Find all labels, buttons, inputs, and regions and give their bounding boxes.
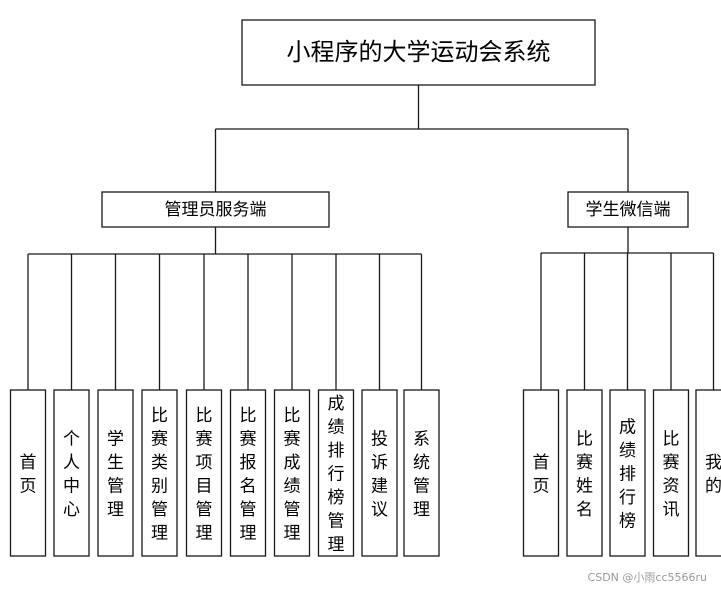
admin-module-node: 比赛报名管理 xyxy=(229,389,267,557)
module-box xyxy=(273,389,311,557)
student-module-node: 比赛资讯 xyxy=(652,389,690,557)
admin-module-node: 投诉建议 xyxy=(361,389,398,557)
module-box xyxy=(53,389,90,557)
module-box xyxy=(97,389,134,557)
admin-module-node: 比赛项目管理 xyxy=(185,389,223,557)
admin-module-node: 系统管理 xyxy=(403,389,440,557)
student-module-node: 比赛姓名 xyxy=(566,389,603,557)
module-label: 投诉建议 xyxy=(371,429,388,520)
module-box xyxy=(609,389,646,557)
module-box xyxy=(566,389,603,557)
module-box xyxy=(9,389,47,557)
module-label: 比赛成绩管理 xyxy=(284,406,301,544)
module-box xyxy=(695,389,721,557)
module-label: 成绩排行榜 xyxy=(619,418,636,532)
student-module-node: 首页 xyxy=(522,389,560,557)
branch-student-box xyxy=(567,191,689,228)
watermark: CSDN @小雨cc5566ru xyxy=(587,571,707,584)
module-box xyxy=(317,389,355,557)
branch-student-label: 学生微信端 xyxy=(586,200,671,220)
module-label: 我的 xyxy=(705,453,721,497)
root-node: 小程序的大学运动会系统 xyxy=(241,19,596,86)
module-label: 学生管理 xyxy=(107,429,124,520)
module-box xyxy=(403,389,440,557)
module-label: 比赛类别管理 xyxy=(151,406,168,544)
module-label: 比赛项目管理 xyxy=(196,406,213,544)
admin-module-node: 比赛成绩管理 xyxy=(273,389,311,557)
admin-module-node: 比赛类别管理 xyxy=(141,389,178,557)
module-label: 比赛资讯 xyxy=(663,429,680,520)
module-box xyxy=(361,389,398,557)
module-box xyxy=(652,389,690,557)
admin-module-node: 首页 xyxy=(9,389,47,557)
leaf-nodes: 首页 个人中心 学生管理 比赛类别管理 比赛项目管理 比赛报名管理 比赛成绩管理 成绩排行榜管… xyxy=(9,389,721,557)
module-label: 比赛姓名 xyxy=(576,429,593,520)
module-label: 首页 xyxy=(20,453,37,497)
branch-student: 学生微信端 xyxy=(567,191,689,228)
module-box xyxy=(185,389,223,557)
connectors xyxy=(27,85,715,390)
branch-admin: 管理员服务端 xyxy=(101,191,330,228)
module-label: 成绩排行榜管理 xyxy=(328,394,345,555)
admin-module-node: 个人中心 xyxy=(53,389,90,557)
root-title: 小程序的大学运动会系统 xyxy=(287,38,551,66)
module-box xyxy=(522,389,560,557)
branch-admin-label: 管理员服务端 xyxy=(165,200,267,220)
module-label: 比赛报名管理 xyxy=(240,406,257,544)
student-module-node: 成绩排行榜 xyxy=(609,389,646,557)
admin-module-node: 成绩排行榜管理 xyxy=(317,389,355,557)
module-box xyxy=(141,389,178,557)
admin-module-node: 学生管理 xyxy=(97,389,134,557)
branch-admin-box xyxy=(101,191,330,228)
root-box xyxy=(241,19,596,86)
student-module-node: 我的 xyxy=(695,389,721,557)
module-label: 首页 xyxy=(533,453,550,497)
module-label: 系统管理 xyxy=(413,429,430,520)
module-label: 个人中心 xyxy=(63,429,80,520)
module-box xyxy=(229,389,267,557)
